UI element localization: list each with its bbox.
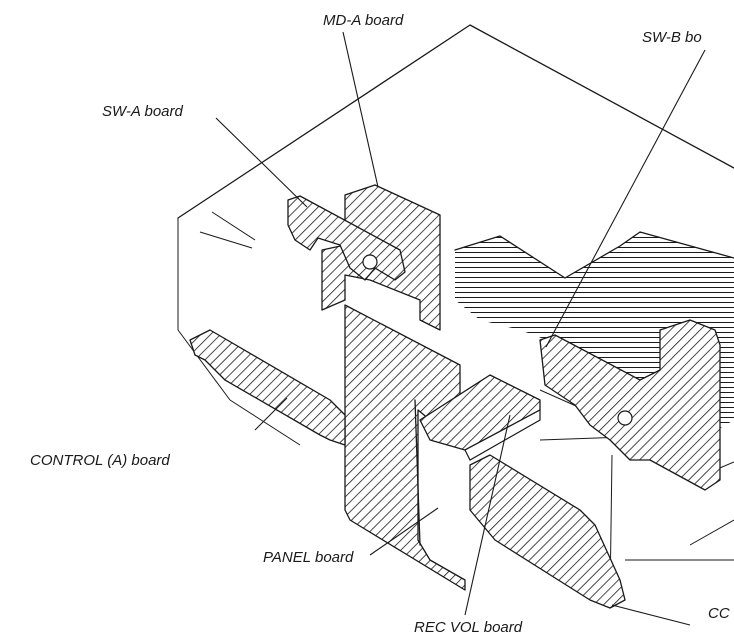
label-panel-board: PANEL board: [263, 549, 354, 566]
sw-b-board: [539, 319, 721, 491]
label-md-a-board: MD-A board: [323, 12, 404, 29]
control-a-board: [189, 329, 346, 446]
label-rec-vol-board: REC VOL board: [414, 619, 523, 636]
label-sw-b-board: SW-B bo: [642, 29, 702, 46]
panel-board: [344, 304, 466, 591]
label-control-a-board: CONTROL (A) board: [30, 452, 170, 469]
sw-a-board: [287, 195, 406, 281]
label-sw-a-board: SW-A board: [102, 103, 184, 120]
rec-vol-board: [419, 374, 541, 461]
label-cc-board: CC: [708, 605, 730, 622]
leader-lines: [215, 31, 706, 626]
cc-board: [469, 454, 626, 609]
